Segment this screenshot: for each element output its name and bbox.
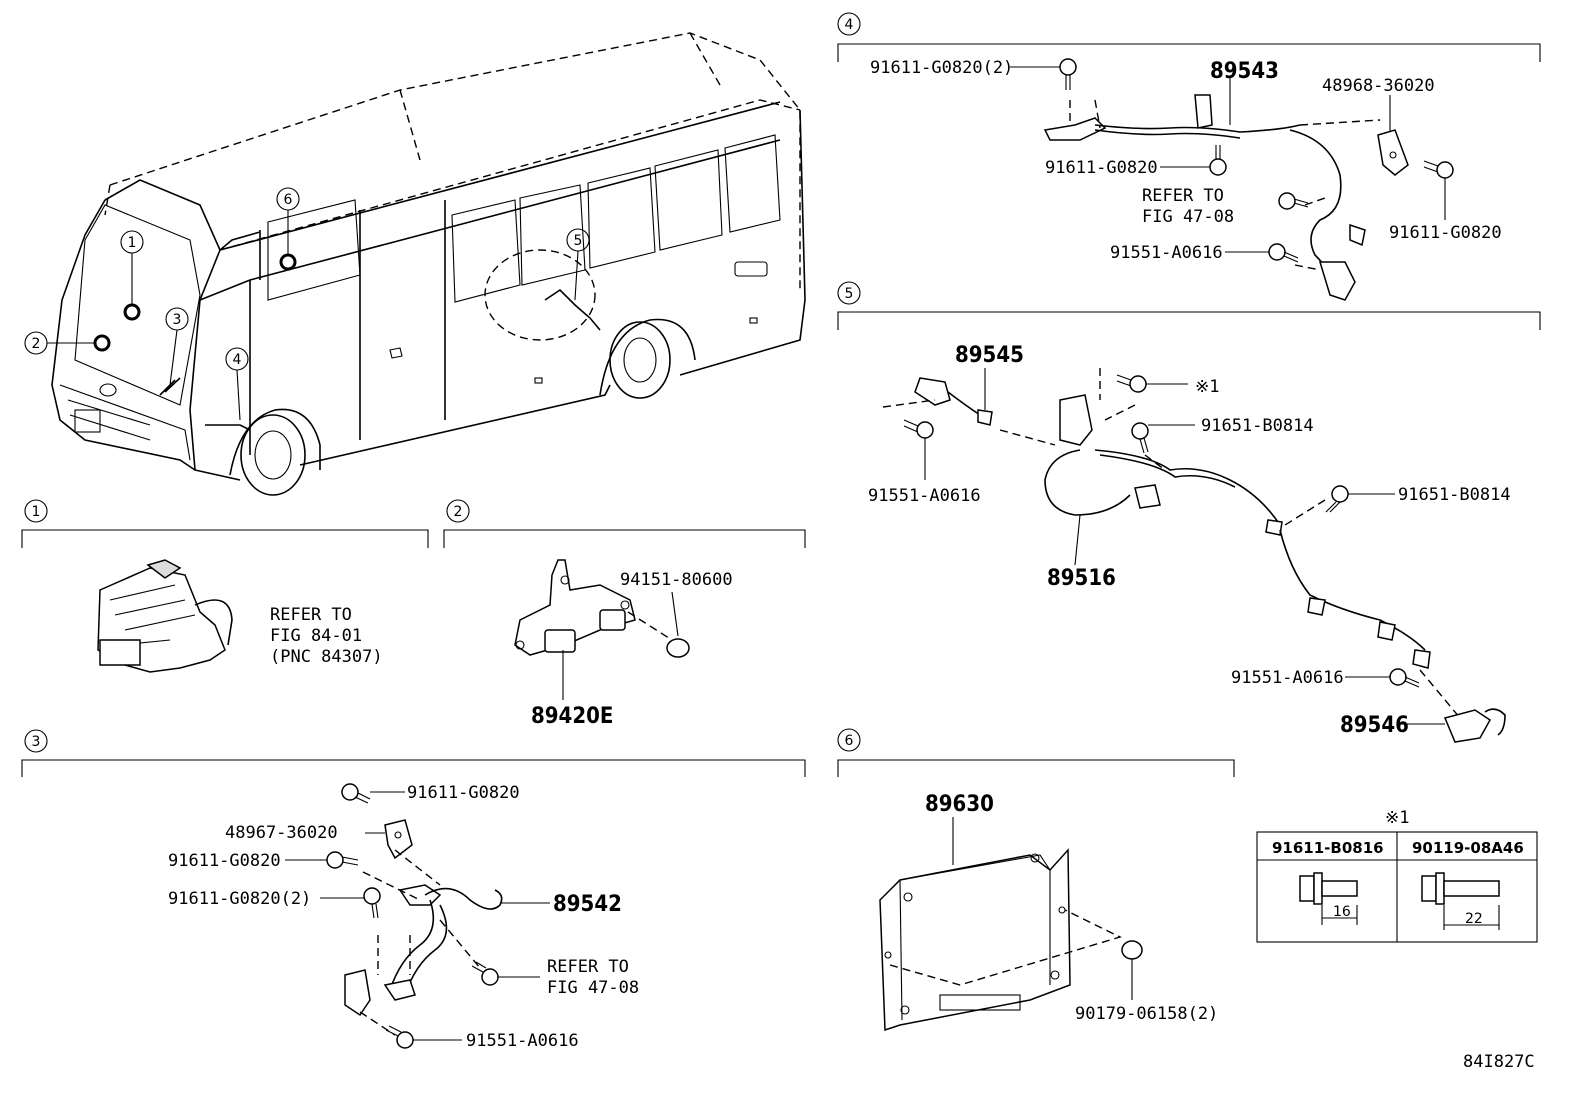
part-label-s5-bolt_b: 91651-B0814: [1398, 485, 1511, 505]
part-label-s4-bracket: 48968-36020: [1322, 76, 1435, 96]
part-label-s6-nut: 90179-06158(2): [1075, 1004, 1218, 1024]
section-3: 3 91611-G0820 48967-36020 91611-G0820 91…: [21, 729, 806, 1051]
sensor-89546-part: [1443, 708, 1506, 743]
part-label-vehicle_callouts-4: 5: [574, 233, 583, 249]
part-label-s5-bolt_left: 91551-A0616: [868, 486, 981, 506]
part-label-s4-num: 4: [845, 17, 854, 33]
part-label-s3-refer-0: REFER TO: [547, 957, 629, 977]
vehicle-callout-5: 5: [566, 228, 590, 301]
note-table-col2-length: 22: [1465, 911, 1483, 927]
harness-89542-part: [344, 849, 503, 1036]
ecu-89630-part: [879, 848, 1122, 1032]
harness-89516-part: [999, 368, 1461, 719]
part-label-vehicle_callouts-2: 3: [173, 312, 182, 328]
part-label-s3-bolt_top: 91611-G0820: [407, 783, 520, 803]
note-table-col1-length: 16: [1333, 904, 1351, 920]
part-label-s3-bolt_bottom: 91551-A0616: [466, 1031, 579, 1051]
nut-icon: [666, 638, 690, 658]
bracket-part: [384, 819, 413, 860]
part-label-vehicle_callouts-3: 4: [233, 352, 242, 368]
vehicle-callout-4: 4: [225, 347, 249, 421]
part-label-s5-sensor_front: 89545: [955, 343, 1024, 368]
bolt-icon: [1059, 58, 1077, 90]
flange-bolt-icon: [1299, 872, 1358, 925]
vehicle-callout-2: 2: [24, 331, 111, 355]
part-label-s4-refer-1: FIG 47-08: [1142, 207, 1234, 227]
part-label-vehicle_callouts-1: 2: [32, 336, 41, 352]
bolt-icon: [471, 961, 499, 986]
nut-icon: [1121, 940, 1143, 960]
part-label-s5-sensor_rear: 89546: [1340, 713, 1409, 738]
part-label-s4-harness: 89543: [1210, 59, 1279, 84]
bolt-icon: [1325, 485, 1349, 513]
vehicle-callout-1: 1: [120, 230, 144, 321]
part-label-s6-num: 6: [845, 733, 854, 749]
part-label-s5-harness: 89516: [1047, 566, 1116, 591]
bolt-icon: [363, 887, 381, 919]
part-label-s4-bolt_two: 91611-G0820(2): [870, 58, 1013, 78]
part-label-s5-bolt_a: 91651-B0814: [1201, 416, 1314, 436]
part-label-vehicle_callouts-5: 6: [284, 192, 293, 208]
part-label-s3-bolt_two: 91611-G0820(2): [168, 889, 311, 909]
bolt-icon: [1116, 374, 1147, 393]
bolt-icon: [903, 419, 934, 439]
s2-sensor-label: 89420E: [531, 704, 613, 729]
section-6: 6 89630 90179-06158(2): [837, 728, 1235, 1032]
harness-89543-part: [1043, 94, 1381, 301]
part-label-s4-bolt_mid: 91611-G0820: [1045, 158, 1158, 178]
part-label-s5-num: 5: [845, 286, 854, 302]
bolt-icon: [1268, 243, 1299, 263]
s1-refer-line3: (PNC 84307): [270, 647, 383, 667]
bolt-icon: [326, 851, 359, 869]
spiral-cable-part: [97, 559, 233, 673]
section-1: 1 REFER TO FIG 84-01 (PNC 84307): [21, 499, 429, 673]
part-label-s3-bolt_mid: 91611-G0820: [168, 851, 281, 871]
diagram-code: 84I827C: [1463, 1052, 1535, 1072]
bolt-icon: [1423, 160, 1454, 179]
vehicle-illustration: [51, 32, 806, 496]
note-table-col2-part: 90119-08A46: [1412, 839, 1524, 857]
bolt-icon: [1209, 145, 1227, 176]
part-label-s1-num: 1: [32, 504, 41, 520]
part-label-s4-bolt_right: 91611-G0820: [1389, 223, 1502, 243]
flange-bolt-icon: [1421, 872, 1500, 930]
note-table-col1-part: 91611-B0816: [1272, 839, 1384, 857]
vehicle-callout-6: 6: [276, 187, 300, 271]
bolt-icon: [1389, 668, 1420, 688]
s1-refer-line1: REFER TO: [270, 605, 352, 625]
part-label-s3-refer-1: FIG 47-08: [547, 978, 639, 998]
section-5: 5 89545 ※1 91651-B0814 91551-A0616: [837, 281, 1541, 743]
section-2: 2 94151-80600 89420E: [443, 499, 806, 729]
part-label-s4-refer-0: REFER TO: [1142, 186, 1224, 206]
part-label-vehicle_callouts-0: 1: [128, 235, 137, 251]
bolt-icon: [341, 783, 371, 804]
part-label-s3-harness: 89542: [553, 892, 622, 917]
part-label-s4-bolt_low: 91551-A0616: [1110, 243, 1223, 263]
bolt-icon: [1278, 192, 1309, 210]
part-label-s3-num: 3: [32, 734, 41, 750]
part-label-s5-note_mark: ※1: [1195, 377, 1219, 397]
s2-nut-label: 94151-80600: [620, 570, 733, 590]
note-table: ※1 91611-B0816 90119-08A46 16 22: [1256, 808, 1538, 943]
part-label-s3-bracket: 48967-36020: [225, 823, 338, 843]
s1-refer-line2: FIG 84-01: [270, 626, 362, 646]
vehicle-callouts: 1 2 3 4 5 6: [24, 187, 590, 421]
bolt-icon: [1131, 422, 1149, 454]
part-label-s5-bolt_low: 91551-A0616: [1231, 668, 1344, 688]
sensor-89545-part: [882, 377, 993, 426]
part-label-note_table-mark: ※1: [1385, 808, 1409, 828]
airbag-sensor-part: [514, 559, 636, 656]
bolt-icon: [385, 1025, 414, 1049]
vehicle-callout-3: 3: [165, 307, 189, 386]
section-4: 4 91611-G0820(2) 89543 48968-36020: [837, 12, 1541, 301]
bracket-part: [1377, 129, 1409, 176]
part-label-s6-ecu: 89630: [925, 792, 994, 817]
part-label-s2-num: 2: [454, 504, 463, 520]
